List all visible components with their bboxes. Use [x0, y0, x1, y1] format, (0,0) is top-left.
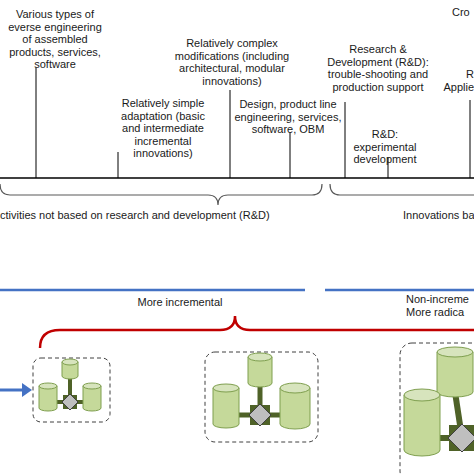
interface-diamond	[249, 404, 271, 426]
module-core	[250, 405, 270, 425]
axis-label: ctivities not based on research and deve…	[0, 209, 270, 222]
module-boundary	[33, 358, 110, 422]
cylinder-body	[83, 386, 101, 411]
cylinder-body	[213, 388, 239, 428]
cylinder-top	[437, 347, 473, 357]
arrow-head	[22, 383, 32, 397]
axis-label: More incremental	[130, 296, 230, 309]
cylinder-top	[248, 353, 272, 361]
arrow-shaft	[0, 389, 22, 392]
interface-diamond	[448, 424, 474, 452]
module-core	[63, 395, 77, 409]
cylinder-top	[83, 383, 101, 389]
interface-diamond	[62, 394, 78, 410]
tick-mark	[36, 68, 37, 178]
brace	[0, 184, 322, 205]
range-line	[0, 289, 305, 292]
axis-label: Relatively simple adaptation (basic and …	[114, 97, 212, 160]
tick-mark	[230, 90, 231, 178]
tick-mark	[118, 152, 119, 178]
axis-label: R Applie	[440, 68, 474, 93]
axis-label: Innovations ba	[403, 209, 474, 222]
tick-mark	[345, 102, 346, 178]
axis-label: Cro	[452, 6, 470, 19]
axis-label: Research & Development (R&D): trouble-sh…	[326, 43, 430, 93]
axis-label: R&D: experimental development	[350, 128, 420, 166]
cylinder-body	[437, 352, 473, 397]
axis-label: Non-increme More radica	[406, 293, 472, 318]
cylinder-top	[404, 389, 440, 401]
module-boundary	[205, 352, 318, 442]
tick-mark	[470, 100, 471, 178]
cylinder-body	[404, 395, 440, 456]
axis-label: Various types of everse engineering of a…	[5, 8, 105, 71]
cylinder-top	[213, 384, 239, 392]
axis-label: Design, product line engineering, servic…	[233, 98, 343, 136]
range-line	[325, 289, 474, 292]
cylinder-body	[280, 388, 310, 429]
cylinder-top	[62, 359, 78, 365]
axis-line	[0, 177, 474, 179]
brace	[330, 184, 474, 195]
cylinder-top	[280, 383, 310, 393]
cylinder-top	[39, 383, 57, 389]
cylinder-body	[39, 386, 57, 411]
module-core	[449, 425, 474, 451]
axis-label: Relatively complex modifications (includ…	[171, 37, 293, 87]
module-boundary	[400, 343, 474, 474]
tick-mark	[290, 132, 291, 178]
